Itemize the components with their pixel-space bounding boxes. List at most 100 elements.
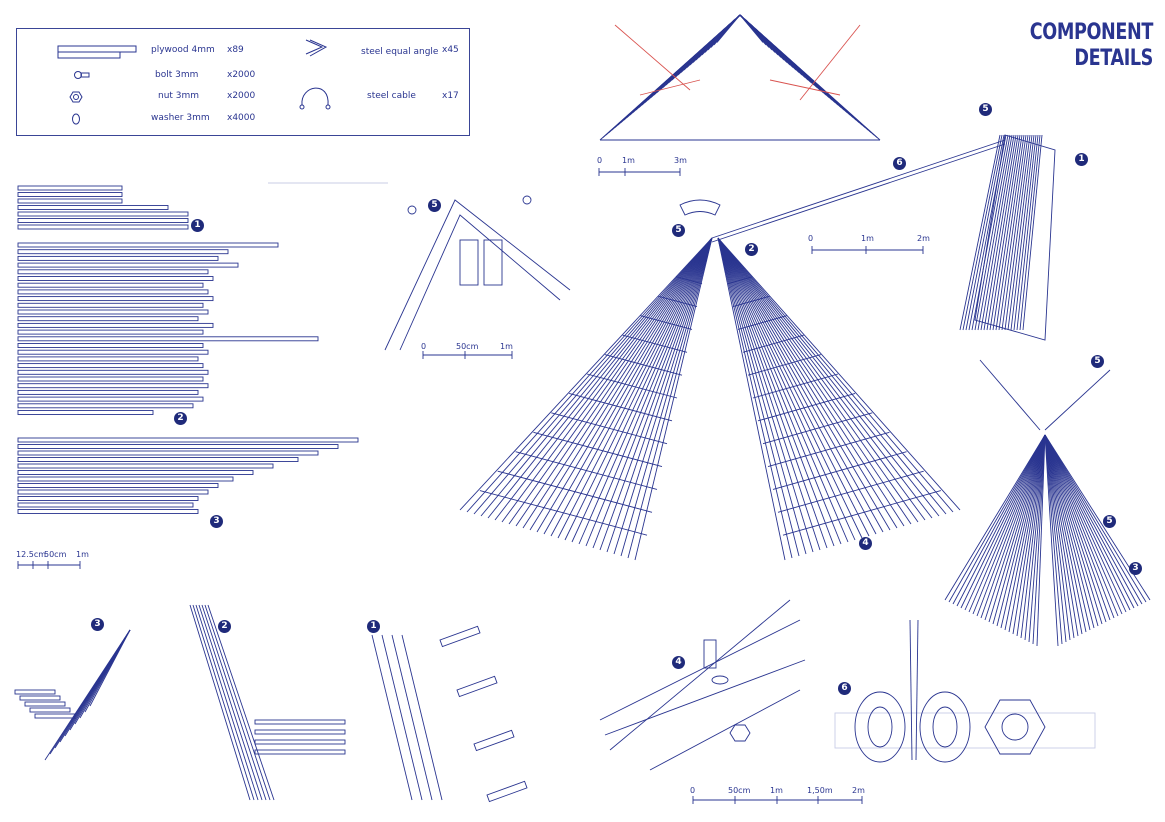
module-plank xyxy=(459,237,713,511)
nut xyxy=(729,724,751,742)
tower-plank xyxy=(962,134,1003,331)
module-plank xyxy=(634,237,713,561)
module-rib xyxy=(782,490,941,536)
scale-label: 1m xyxy=(770,786,783,795)
title-line-1: COMPONENT xyxy=(1029,20,1154,45)
tower-plank xyxy=(1044,434,1143,605)
scale-label: 2m xyxy=(852,786,865,795)
scale-label: 1,50m xyxy=(807,786,833,795)
steel-cable xyxy=(909,619,913,761)
plank xyxy=(17,198,123,204)
module-rib xyxy=(604,354,683,376)
tower-plank xyxy=(968,434,1046,613)
legend-qty: x2000 xyxy=(227,70,256,80)
module-rib xyxy=(737,315,787,330)
module-plank xyxy=(613,237,713,555)
plank xyxy=(17,185,123,191)
plank xyxy=(254,739,346,745)
legend-qty: x4000 xyxy=(227,113,256,123)
module-plank xyxy=(578,237,713,545)
module-plank xyxy=(564,237,713,541)
module-plank xyxy=(717,237,793,559)
module-rib xyxy=(497,470,653,513)
plank xyxy=(201,604,267,801)
module-plank xyxy=(627,237,713,559)
tower-plank xyxy=(992,434,1046,625)
tower-plank xyxy=(983,134,1017,331)
badge-angle: 5 xyxy=(428,199,441,212)
module-plank xyxy=(585,237,713,547)
badge-group-2: 2 xyxy=(745,243,758,256)
tower-plank xyxy=(1044,434,1095,629)
module-plank xyxy=(480,237,713,517)
badge-group-2: 2 xyxy=(218,620,231,633)
legend-qty: x17 xyxy=(442,91,459,101)
module-rib xyxy=(742,334,804,353)
badge-cable: 6 xyxy=(838,682,851,695)
module-plank xyxy=(717,237,786,561)
tower-plank xyxy=(1044,434,1119,617)
plank xyxy=(17,296,214,302)
module-rib xyxy=(752,373,839,399)
plank xyxy=(17,403,194,409)
tower-plank xyxy=(980,434,1046,619)
plank xyxy=(254,729,346,735)
plank xyxy=(17,376,204,382)
module-plank xyxy=(529,237,713,531)
plank xyxy=(17,509,199,514)
plank xyxy=(17,289,209,295)
module-rib xyxy=(533,431,663,468)
steel-cable xyxy=(711,139,1006,239)
module-plank xyxy=(599,237,713,551)
cable-line xyxy=(614,24,691,91)
plank xyxy=(17,269,209,275)
plank-end xyxy=(483,239,503,286)
badge-group-2: 2 xyxy=(174,412,187,425)
module-plank xyxy=(592,237,713,549)
legend-label: washer 3mm xyxy=(151,113,210,123)
badge-angle: 5 xyxy=(672,224,685,237)
plank xyxy=(17,242,279,248)
module-plank xyxy=(550,237,713,537)
module-rib xyxy=(676,276,703,285)
plank xyxy=(254,719,346,725)
plank xyxy=(17,211,189,217)
module-rib xyxy=(569,392,673,422)
plank xyxy=(17,255,219,261)
tower-plank xyxy=(944,434,1046,601)
plank xyxy=(195,604,259,801)
module-plank xyxy=(717,237,800,557)
plank xyxy=(17,389,199,395)
module-plank xyxy=(717,237,821,551)
tower-plank xyxy=(1044,434,1111,621)
tower-plank xyxy=(1044,434,1067,643)
badge-group-3: 3 xyxy=(91,618,104,631)
washer xyxy=(854,691,906,763)
tower-plank xyxy=(1008,434,1046,633)
plank xyxy=(17,329,204,335)
tower-plank xyxy=(1036,434,1046,647)
module-plank xyxy=(571,237,713,543)
plank xyxy=(381,634,423,801)
tower-plank xyxy=(1016,434,1046,637)
legend-label: steel equal angle xyxy=(361,47,439,57)
plank xyxy=(17,309,209,315)
cable-icon xyxy=(299,87,331,110)
badge-bolt: 4 xyxy=(859,537,872,550)
page-title: COMPONENT DETAILS xyxy=(1029,20,1154,72)
module-plank xyxy=(494,237,713,521)
plank xyxy=(17,396,204,402)
module-rib xyxy=(777,470,924,513)
tower-plank xyxy=(984,434,1046,621)
module-plank xyxy=(717,237,849,543)
plank xyxy=(17,262,239,268)
washer-hole xyxy=(932,706,958,748)
plank xyxy=(17,444,339,449)
guide-line xyxy=(979,359,1041,431)
module-rib xyxy=(586,373,678,399)
bolt-head xyxy=(522,195,532,205)
scale-label: 12.5cm xyxy=(16,550,47,559)
steel-cable xyxy=(915,619,919,761)
pyramid-rib xyxy=(739,14,764,43)
